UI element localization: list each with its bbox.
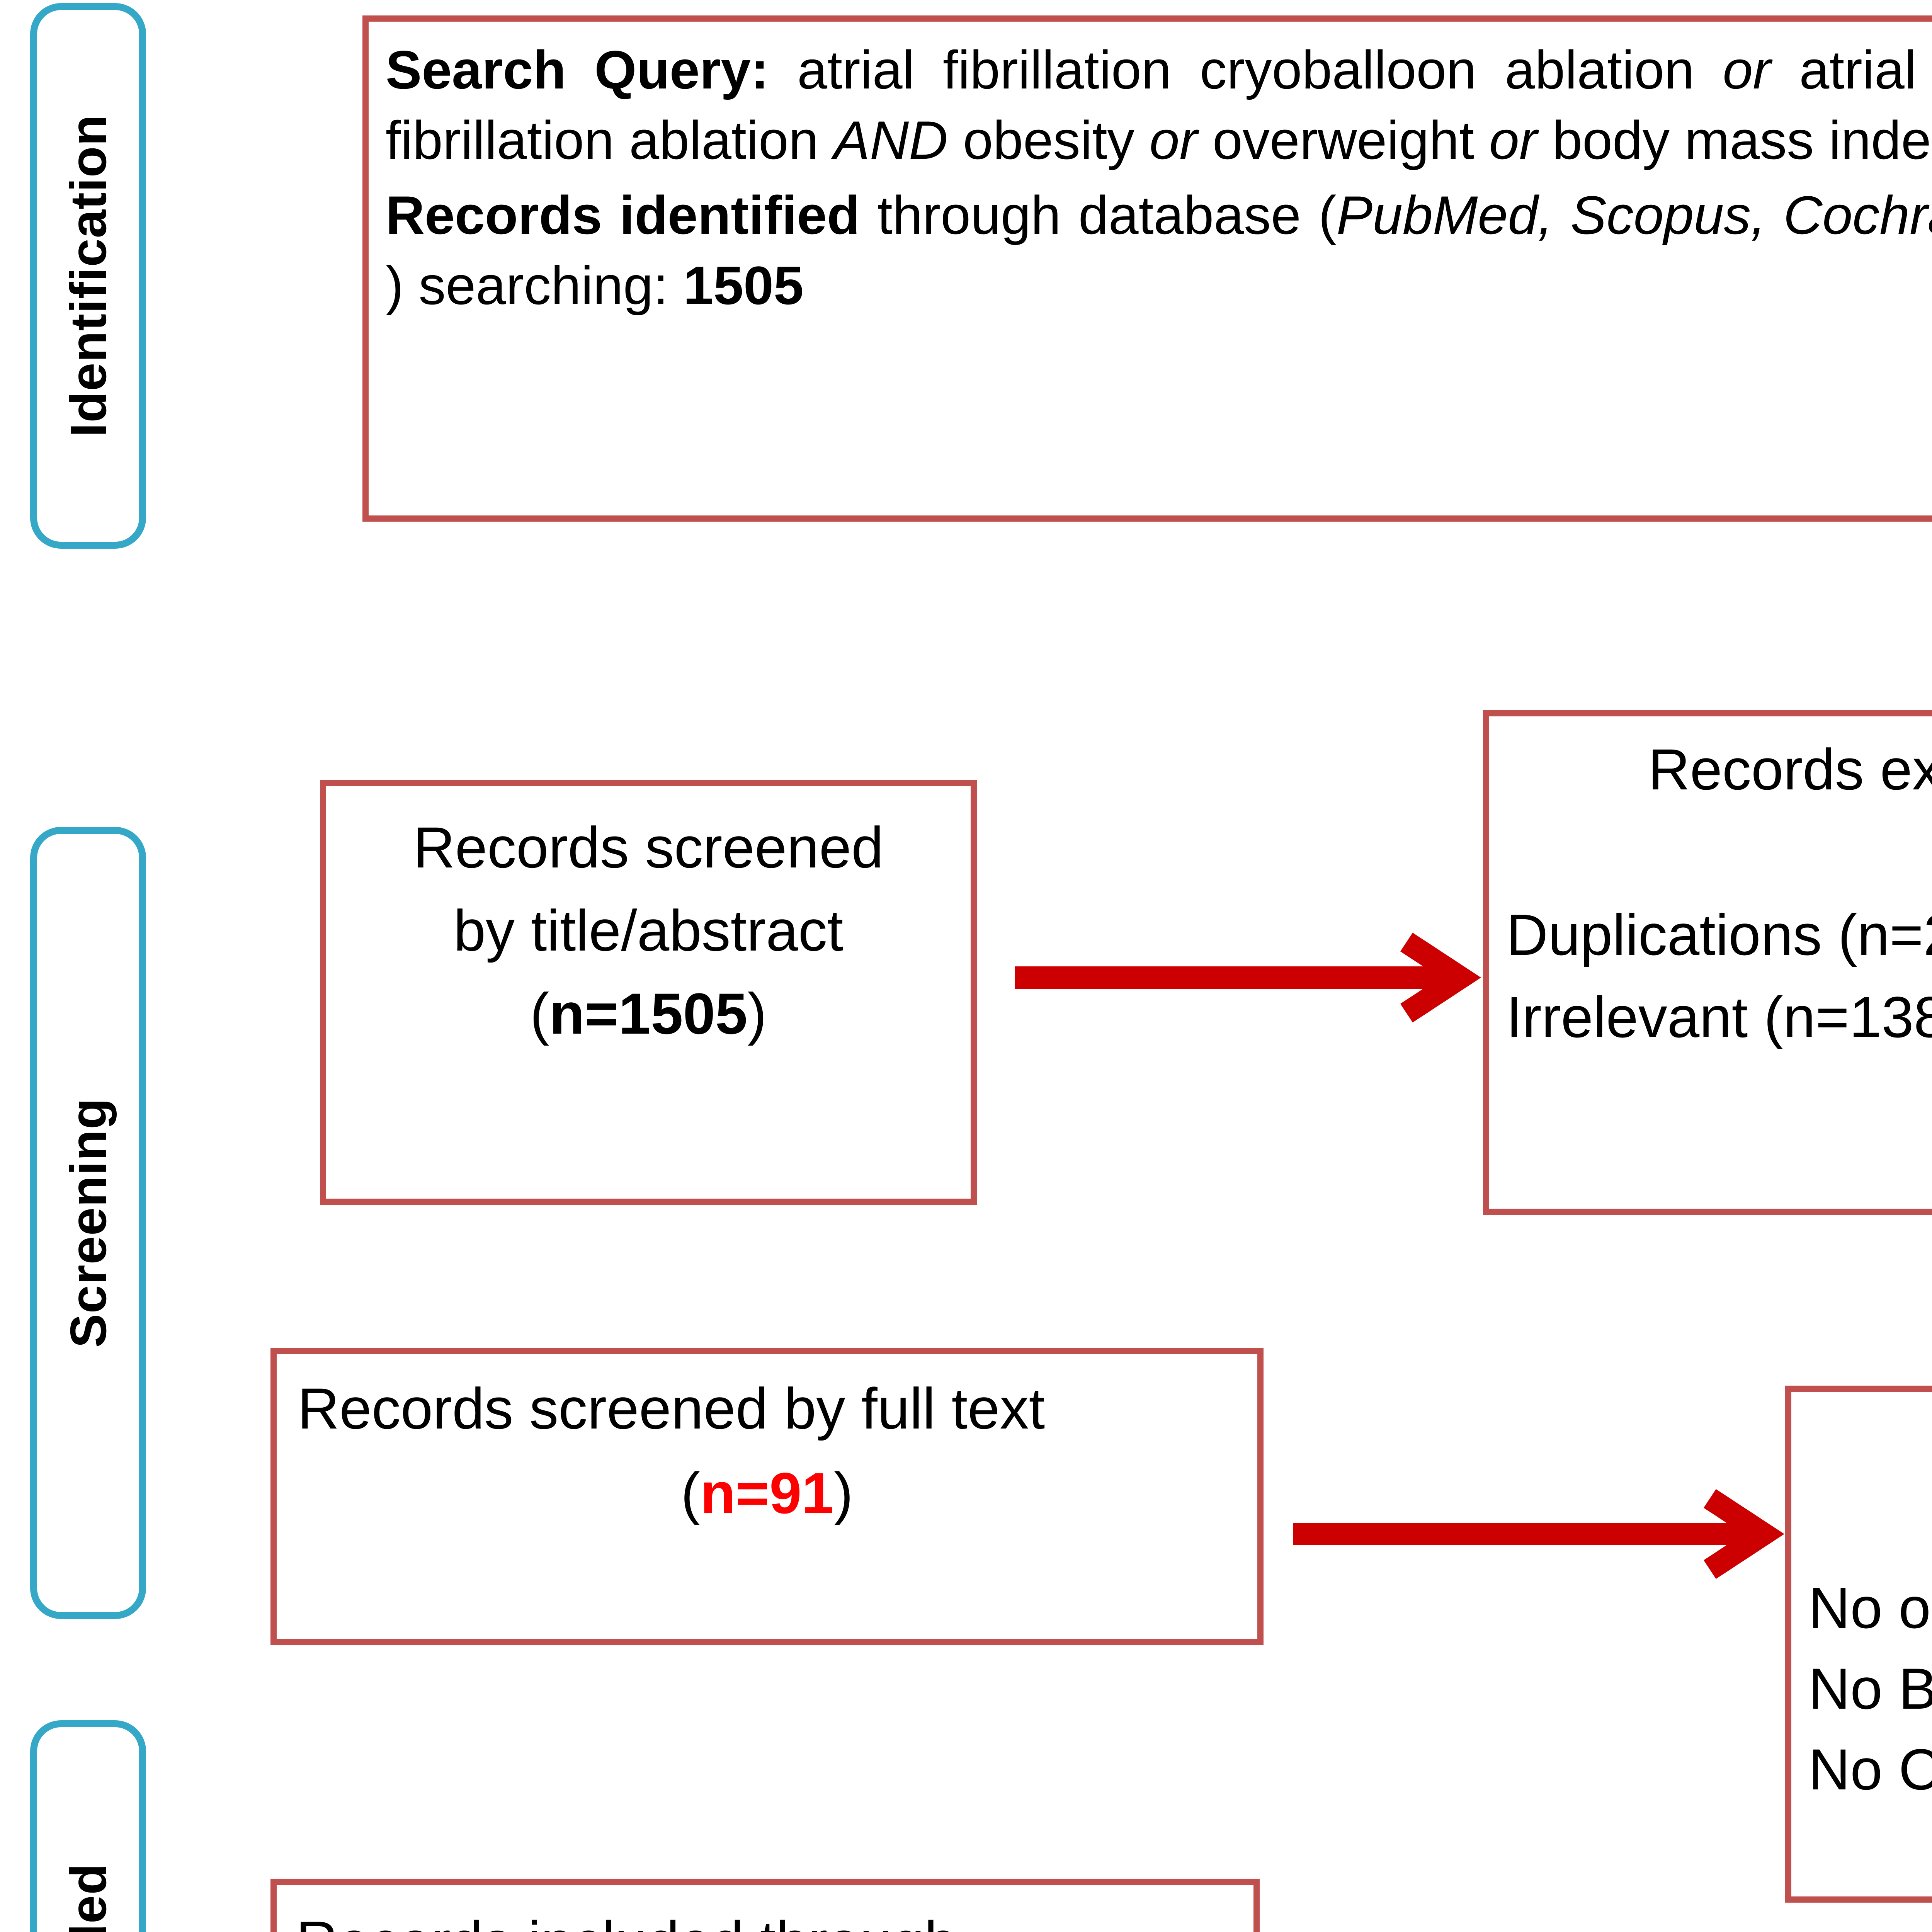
records-excluded-ft-reason-2: No BMI categories (n=17) [1808, 1656, 1932, 1721]
n-value-highlighted: n=91 [700, 1461, 834, 1526]
search-query-text: Search Query: atrial fibrillation cryoba… [369, 22, 1932, 175]
stage-box-included: Included [30, 1720, 146, 1932]
search-query-term-2: atrial fibrillation cryoablation [1799, 39, 1932, 100]
stage-label-included: Included [59, 1863, 117, 1932]
records-excluded-ta-line1: Records excluded by title/abstract-scree… [1648, 737, 1932, 802]
paren-open: ( [530, 981, 549, 1046]
n-value: n=1505 [549, 981, 748, 1046]
search-query-op-or-4: or [1489, 110, 1537, 170]
records-identified-mid: through database ( [860, 185, 1337, 245]
arrow-fulltext-to-excluded-full-text [1291, 1476, 1793, 1592]
records-screened-ta-count: (n=1505) [326, 968, 971, 1051]
search-query-colon: : [751, 39, 798, 100]
records-screened-ta-line1: Records screened [413, 815, 884, 880]
records-identified-label: Records identified [386, 185, 860, 245]
search-query-term-5: overweight [1197, 110, 1489, 170]
paren-open: ( [681, 1461, 700, 1526]
search-query-op-and: AND [833, 110, 948, 170]
stage-box-screening: Screening [30, 827, 146, 1619]
paren-close: ) [834, 1461, 853, 1526]
search-query-label: Search Query [386, 39, 751, 100]
search-query-term-3: atrial fibrillation ablation [386, 110, 819, 170]
records-excluded-ft-line1: Records excluded by full text [1791, 1392, 1932, 1483]
stage-box-identification: Identification [30, 3, 146, 549]
records-identified-text: Records identified through database (Pub… [369, 175, 1932, 321]
box-records-included: Records included through full-text Scree… [270, 1879, 1260, 1932]
records-screened-ft-count: (n=91) [277, 1446, 1257, 1531]
records-excluded-ta-reason-2: Irrelevant (n=1388) [1506, 985, 1932, 1049]
search-query-term-4: obesity [948, 110, 1150, 170]
records-excluded-ta-reason-1: Duplications (n=26) [1506, 902, 1932, 967]
records-included-line1: Records included through [277, 1885, 1253, 1932]
records-excluded-ft-reason-3: No CBA studies (n=52) [1808, 1737, 1932, 1802]
records-identified-databases: PubMed, Scopus, Cochrane, medRxiv , Clin… [1336, 185, 1932, 245]
box-records-screened-title-abstract: Records screened by title/abstract (n=15… [320, 780, 977, 1205]
search-query-op-or-1: or [1723, 39, 1771, 100]
records-excluded-ft-reason-1: No outcomes (n=14) [1808, 1575, 1932, 1640]
box-records-excluded-full-text: Records excluded by full text (n=83) No … [1785, 1386, 1932, 1903]
records-excluded-ft-count: (n=83) [1791, 1483, 1932, 1563]
box-records-screened-full-text: Records screened by full text (n=91) [270, 1348, 1264, 1645]
box-search-query: Search Query: atrial fibrillation cryoba… [362, 15, 1932, 522]
records-screened-ft-line1: Records screened by full text [298, 1376, 1045, 1441]
stage-label-identification: Identification [60, 114, 117, 437]
paren-close: ) [747, 981, 767, 1046]
search-query-term-1: atrial fibrillation cryoballoon ablation [797, 39, 1723, 100]
records-excluded-ta-count: (n=1414) [1489, 807, 1932, 887]
search-query-op-or-3: or [1149, 110, 1198, 170]
box-records-excluded-title-abstract: Records excluded by title/abstract-scree… [1483, 710, 1932, 1215]
search-query-term-6: body mass index [1537, 110, 1932, 170]
arrow-screened-to-excluded-title-abstract [1012, 920, 1488, 1036]
records-identified-count: 1505 [683, 255, 804, 316]
stage-label-screening: Screening [60, 1098, 117, 1348]
records-screened-ta-line2: by title/abstract [453, 898, 844, 963]
records-identified-tail: ) searching: [386, 255, 684, 316]
